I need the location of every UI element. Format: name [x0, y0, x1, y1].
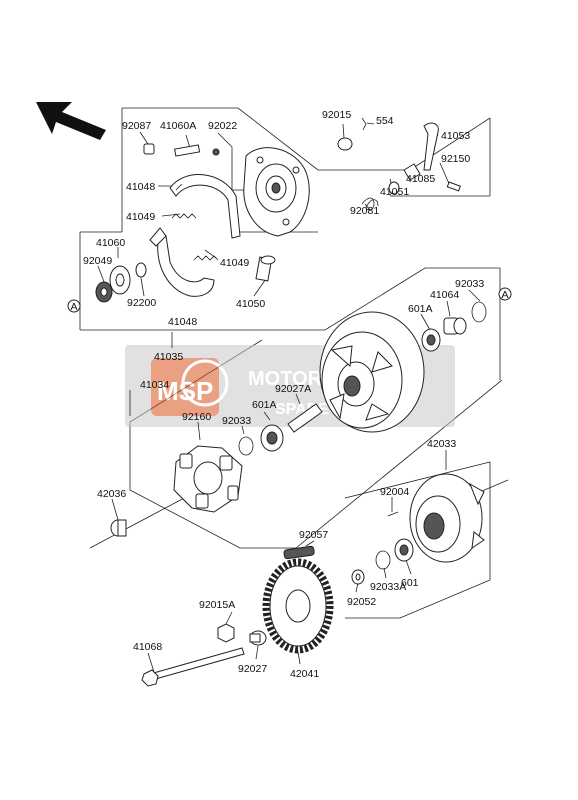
label-92027: 92027 [238, 663, 267, 675]
label-41060a: 41060A [160, 120, 196, 132]
label-41085: 41085 [406, 173, 435, 185]
label-41060: 41060 [96, 237, 125, 249]
label-41068: 41068 [133, 641, 162, 653]
label-92160: 92160 [182, 411, 211, 423]
label-41049-mid: 41049 [220, 257, 249, 269]
label-601: 601 [401, 577, 419, 589]
label-92033-top: 92033 [455, 278, 484, 290]
label-41050: 41050 [236, 298, 265, 310]
label-92150: 92150 [441, 153, 470, 165]
label-41048-top: 41048 [126, 181, 155, 193]
label-92057: 92057 [299, 529, 328, 541]
part-41085-indicator [403, 163, 421, 181]
brake-shoe-upper-part [169, 174, 241, 239]
part-92160-damper [173, 445, 243, 513]
part-92027-collar [249, 630, 267, 646]
part-601-bearing [394, 538, 414, 562]
label-92049: 92049 [83, 255, 112, 267]
ref-a-left-label: A [70, 301, 77, 313]
part-92033-circlip-top [471, 301, 487, 323]
part-41051-seal [388, 181, 400, 195]
ref-a-right-label: A [501, 289, 508, 301]
part-92049-seal [95, 281, 113, 303]
part-41068-axle [141, 647, 245, 687]
label-42036: 42036 [97, 488, 126, 500]
label-92087: 92087 [122, 120, 151, 132]
label-42033: 42033 [427, 438, 456, 450]
part-92033-circlip-mid [238, 436, 254, 456]
leader-lines [97, 122, 481, 673]
part-42033-coupling [409, 473, 485, 563]
front-direction-arrow-icon [36, 102, 106, 140]
label-554: 554 [376, 115, 394, 127]
part-601a-bearing-top [421, 328, 441, 352]
label-92200: 92200 [127, 297, 156, 309]
part-92022 [212, 148, 220, 156]
watermark-brand: MSP [157, 376, 213, 406]
part-601a-bearing-mid [260, 424, 284, 452]
part-92004-stud [387, 511, 399, 517]
part-42036-collar [110, 519, 127, 537]
part-41060-gear [109, 265, 131, 295]
label-92027a: 92027A [275, 383, 311, 395]
reference-a-right [498, 287, 512, 301]
brake-spring-upper-part [171, 213, 197, 219]
label-601a-top: 601A [408, 303, 433, 315]
label-92004: 92004 [380, 486, 409, 498]
label-41051: 41051 [380, 186, 409, 198]
reference-a-left [67, 299, 81, 313]
part-92081-spring [361, 197, 379, 211]
label-92022: 92022 [208, 120, 237, 132]
label-92052: 92052 [347, 596, 376, 608]
label-92033-mid: 92033 [222, 415, 251, 427]
label-41048-bot: 41048 [168, 316, 197, 328]
part-41053-lever [423, 122, 439, 171]
label-92015: 92015 [322, 109, 351, 121]
label-92033a: 92033A [370, 581, 406, 593]
label-92015a: 92015A [199, 599, 235, 611]
label-92081: 92081 [350, 205, 379, 217]
label-41035: 41035 [154, 351, 183, 363]
label-41049-top: 41049 [126, 211, 155, 223]
brake-panel-part [243, 147, 310, 237]
part-42041-sprocket [262, 558, 334, 654]
part-92052-washer [351, 569, 365, 585]
part-92015-nut [337, 137, 353, 151]
part-92015a-nut [217, 623, 235, 643]
part-92033a-circlip [375, 550, 391, 570]
part-92150-bolt [446, 181, 461, 192]
part-41060a-cam [174, 144, 201, 157]
part-41050-camshaft [255, 255, 276, 282]
part-554-pin [361, 117, 367, 131]
part-92087 [143, 143, 155, 155]
part-41064-collar [443, 317, 467, 335]
part-labels: A A 92087 41060A 92022 92015 554 41053 9… [70, 109, 508, 680]
part-92027a-spacer [287, 403, 323, 433]
part-92057-chain-link [283, 545, 315, 560]
brake-spring-lower-part [193, 255, 219, 261]
label-42041: 42041 [290, 668, 319, 680]
rear-wheel-hub-part [319, 311, 425, 433]
part-92200-washer [135, 262, 147, 278]
label-41034: 41034 [140, 379, 169, 391]
label-41064: 41064 [430, 289, 459, 301]
brake-shoe-lower-part [149, 227, 215, 297]
label-601a-mid: 601A [252, 399, 277, 411]
label-41053: 41053 [441, 130, 470, 142]
